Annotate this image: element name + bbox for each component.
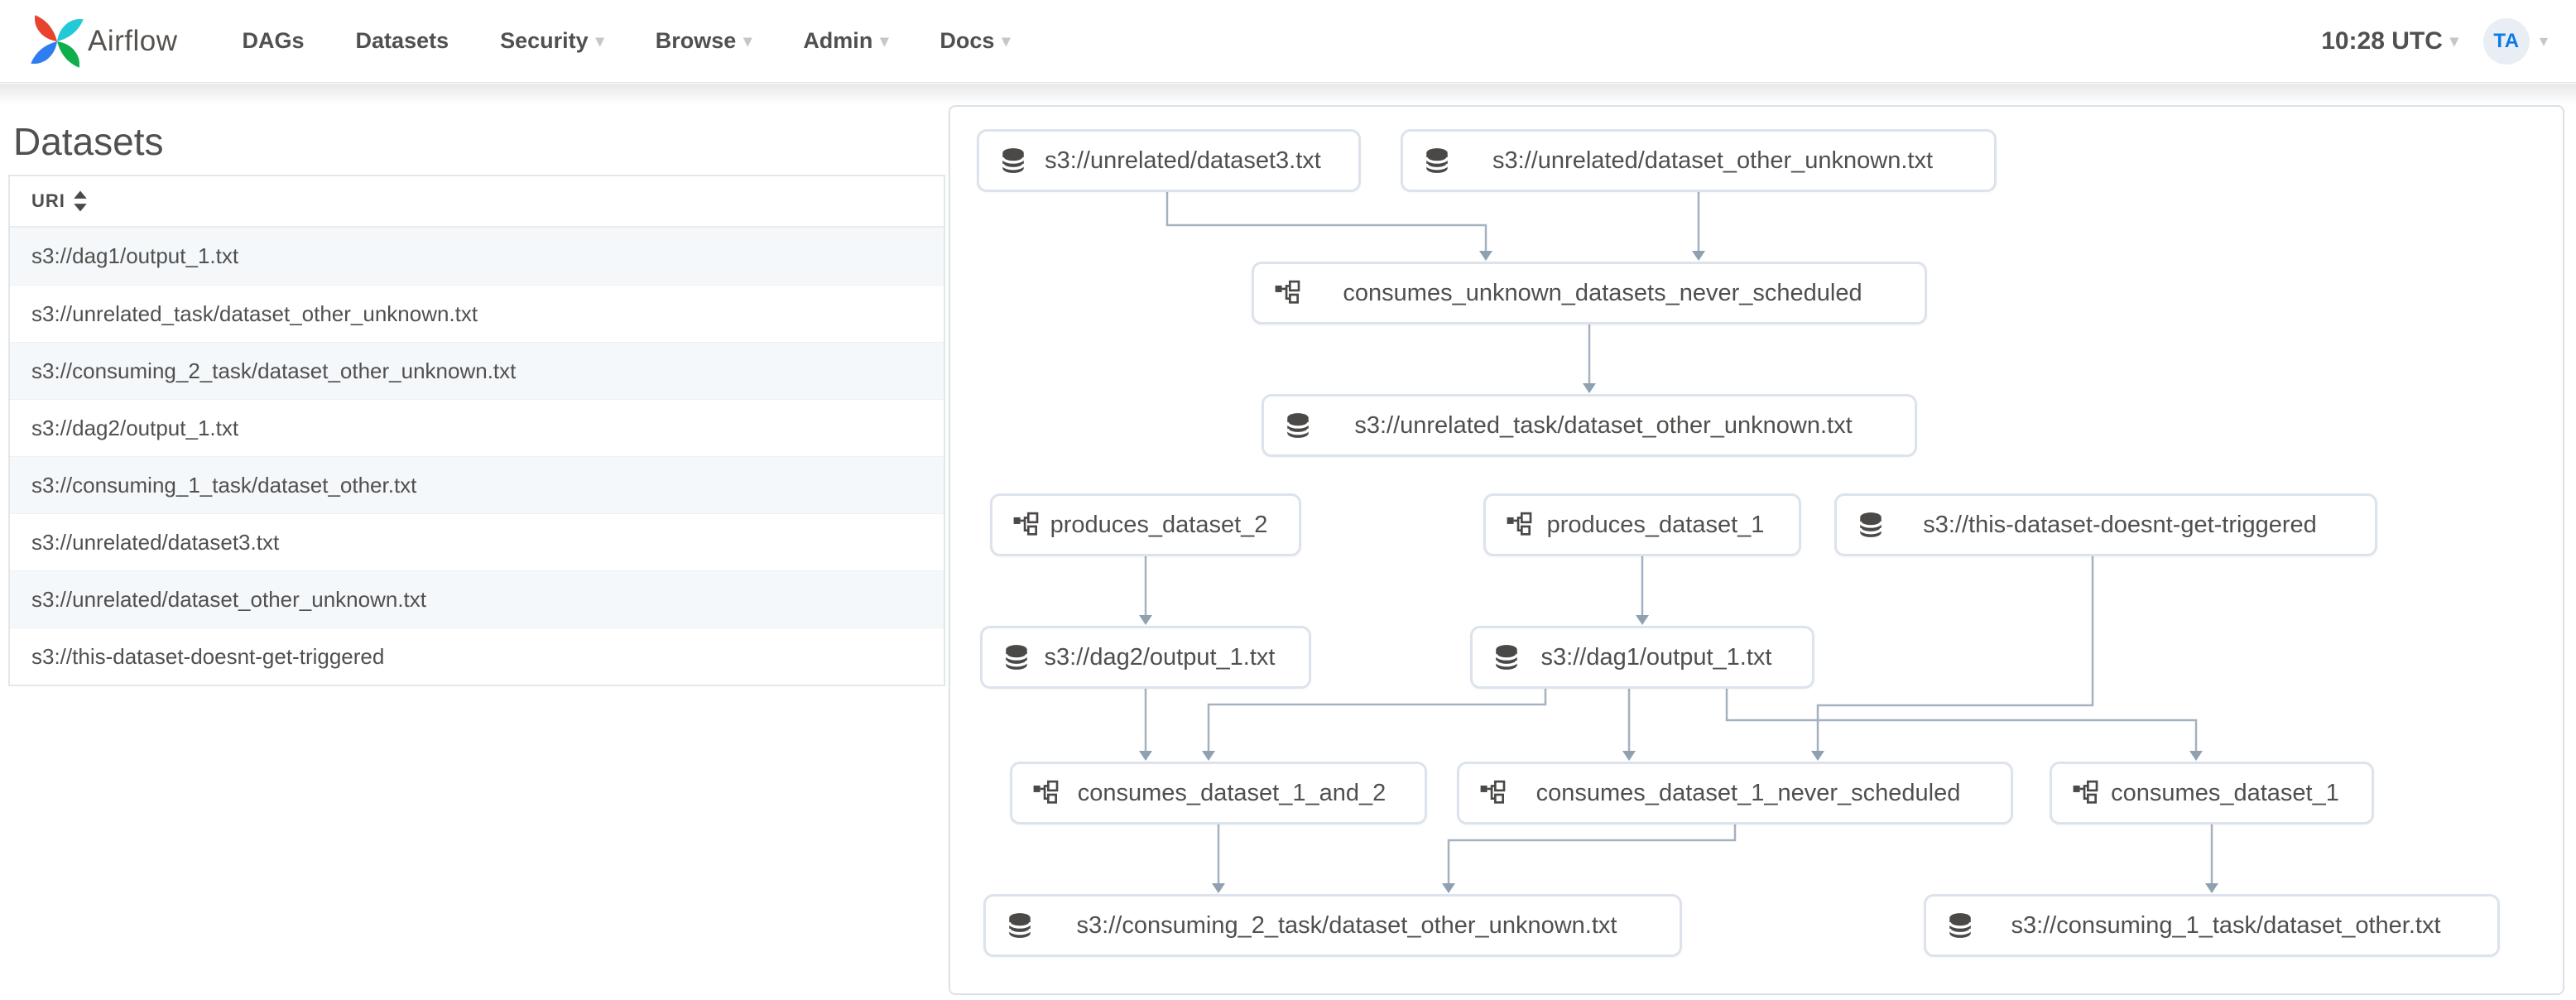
dag-icon xyxy=(2072,780,2098,806)
datasets-table: URI s3://dag1/output_1.txt s3://unrelated… xyxy=(8,175,945,686)
table-row[interactable]: s3://unrelated/dataset_other_unknown.txt xyxy=(10,570,944,627)
table-row[interactable]: s3://consuming_2_task/dataset_other_unkn… xyxy=(10,342,944,399)
nav-right: 10:28 UTC ▾ TA ▾ xyxy=(2321,17,2548,65)
nav-item-admin[interactable]: Admin ▾ xyxy=(803,28,888,54)
graph-node-dag-consumes_dataset_1[interactable]: consumes_dataset_1 xyxy=(2050,762,2374,825)
graph-node-dag-consumes_1_never_scheduled[interactable]: consumes_dataset_1_never_scheduled xyxy=(1457,762,2013,825)
graph-node-label: produces_dataset_1 xyxy=(1546,511,1765,538)
dag-icon xyxy=(1506,512,1532,538)
table-row[interactable]: s3://dag1/output_1.txt xyxy=(10,228,944,285)
nav-item-label: Docs xyxy=(940,28,995,53)
graph-node-dag-produces_dataset_1[interactable]: produces_dataset_1 xyxy=(1483,493,1801,556)
graph-node-label: consumes_dataset_1_and_2 xyxy=(1077,779,1387,806)
table-body: s3://dag1/output_1.txt s3://unrelated_tas… xyxy=(10,228,944,685)
nav-item-dags[interactable]: DAGs xyxy=(243,28,305,54)
database-icon xyxy=(1284,411,1312,440)
graph-node-dag-consumes_unknown[interactable]: consumes_unknown_datasets_never_schedule… xyxy=(1252,262,1927,325)
user-menu-caret-icon[interactable]: ▾ xyxy=(2539,32,2548,50)
dag-icon xyxy=(1274,280,1300,306)
database-icon xyxy=(999,147,1027,175)
chevron-down-icon: ▾ xyxy=(2449,32,2458,50)
table-row[interactable]: s3://unrelated/dataset3.txt xyxy=(10,513,944,570)
nav-item-security[interactable]: Security ▾ xyxy=(500,28,604,54)
graph-node-label: produces_dataset_2 xyxy=(1050,511,1268,538)
graph-node-label: consumes_dataset_1 xyxy=(2111,779,2339,806)
table-header-row: URI xyxy=(10,176,944,228)
clock-dropdown[interactable]: 10:28 UTC ▾ xyxy=(2321,27,2458,55)
dag-icon xyxy=(1032,780,1059,806)
dataset-uri: s3://dag2/output_1.txt xyxy=(31,415,239,440)
chevron-down-icon: ▾ xyxy=(595,32,604,50)
dataset-uri: s3://consuming_2_task/dataset_other_unkn… xyxy=(31,358,517,383)
table-row[interactable]: s3://dag2/output_1.txt xyxy=(10,399,944,456)
graph-node-dataset-dag1_output[interactable]: s3://dag1/output_1.txt xyxy=(1470,626,1814,689)
graph-node-label: consumes_unknown_datasets_never_schedule… xyxy=(1343,279,1862,306)
dataset-uri: s3://dag1/output_1.txt xyxy=(31,243,239,268)
dag-icon xyxy=(1012,512,1039,538)
graph-node-label: s3://unrelated/dataset3.txt xyxy=(1045,147,1321,174)
airflow-logo-icon[interactable] xyxy=(30,14,84,69)
database-icon xyxy=(1492,643,1521,671)
graph-node-label: s3://consuming_1_task/dataset_other.txt xyxy=(2011,911,2441,939)
clock-label: 10:28 UTC xyxy=(2321,26,2443,55)
chevron-down-icon: ▾ xyxy=(880,32,889,50)
dataset-uri: s3://unrelated/dataset_other_unknown.txt xyxy=(31,586,426,612)
graph-node-dag-produces_dataset_2[interactable]: produces_dataset_2 xyxy=(990,493,1301,556)
chevron-down-icon: ▾ xyxy=(743,32,752,50)
nav-item-datasets[interactable]: Datasets xyxy=(356,28,449,54)
table-row[interactable]: s3://this-dataset-doesnt-get-triggered xyxy=(10,627,944,685)
database-icon xyxy=(1946,911,1974,940)
dag-icon xyxy=(1479,780,1506,806)
dataset-uri: s3://this-dataset-doesnt-get-triggered xyxy=(31,643,385,669)
chevron-down-icon: ▾ xyxy=(1002,32,1011,50)
graph-node-dataset-dag2_output[interactable]: s3://dag2/output_1.txt xyxy=(980,626,1311,689)
graph-node-label: s3://dag2/output_1.txt xyxy=(1044,643,1276,671)
avatar[interactable]: TA xyxy=(2482,17,2530,65)
dataset-uri: s3://unrelated_task/dataset_other_unknow… xyxy=(31,300,478,326)
database-icon xyxy=(1423,147,1451,175)
nav-item-docs[interactable]: Docs ▾ xyxy=(940,28,1010,54)
table-row[interactable]: s3://unrelated_task/dataset_other_unknow… xyxy=(10,285,944,342)
table-row[interactable]: s3://consuming_1_task/dataset_other.txt xyxy=(10,456,944,513)
nav-menu: DAGs Datasets Security ▾ Browse ▾ Admin ▾ Docs ▾ xyxy=(243,28,1011,54)
database-icon xyxy=(1857,511,1885,539)
database-icon xyxy=(1006,911,1034,940)
nav-item-label: Datasets xyxy=(355,28,449,53)
dataset-uri: s3://unrelated/dataset3.txt xyxy=(31,529,280,555)
graph-node-label: consumes_dataset_1_never_scheduled xyxy=(1536,779,1961,806)
graph-node-dataset-unrelated_task_other[interactable]: s3://unrelated_task/dataset_other_unknow… xyxy=(1262,394,1917,457)
graph-node-label: s3://this-dataset-doesnt-get-triggered xyxy=(1923,511,2317,538)
graph-node-label: s3://dag1/output_1.txt xyxy=(1540,643,1772,671)
graph-node-dataset-unrelated_other_unknown[interactable]: s3://unrelated/dataset_other_unknown.txt xyxy=(1401,129,1997,192)
nav-item-label: Browse xyxy=(655,28,737,53)
navbar-shadow xyxy=(0,84,2576,105)
nav-item-label: DAGs xyxy=(242,28,305,53)
column-header-uri[interactable]: URI xyxy=(31,190,65,211)
nav-item-label: Admin xyxy=(803,28,873,53)
dataset-uri: s3://consuming_1_task/dataset_other.txt xyxy=(31,472,417,498)
graph-node-dataset-consuming_2_task[interactable]: s3://consuming_2_task/dataset_other_unkn… xyxy=(983,894,1682,957)
graph-node-dataset-consuming_1_task[interactable]: s3://consuming_1_task/dataset_other.txt xyxy=(1924,894,2500,957)
database-icon xyxy=(1002,643,1031,671)
brand-name[interactable]: Airflow xyxy=(88,24,178,57)
graph-node-label: s3://unrelated/dataset_other_unknown.txt xyxy=(1492,147,1934,174)
page-title: Datasets xyxy=(13,120,164,163)
graph-node-dag-consumes_1_and_2[interactable]: consumes_dataset_1_and_2 xyxy=(1010,762,1427,825)
nav-item-label: Security xyxy=(500,28,589,53)
graph-node-dataset-doesnt_get_triggered[interactable]: s3://this-dataset-doesnt-get-triggered xyxy=(1834,493,2377,556)
nav-item-browse[interactable]: Browse ▾ xyxy=(656,28,752,54)
graph-node-label: s3://unrelated_task/dataset_other_unknow… xyxy=(1354,411,1853,439)
graph-node-label: s3://consuming_2_task/dataset_other_unkn… xyxy=(1076,911,1617,939)
sort-icon[interactable] xyxy=(72,190,89,213)
graph-node-dataset-unrelated_dataset3[interactable]: s3://unrelated/dataset3.txt xyxy=(977,129,1361,192)
